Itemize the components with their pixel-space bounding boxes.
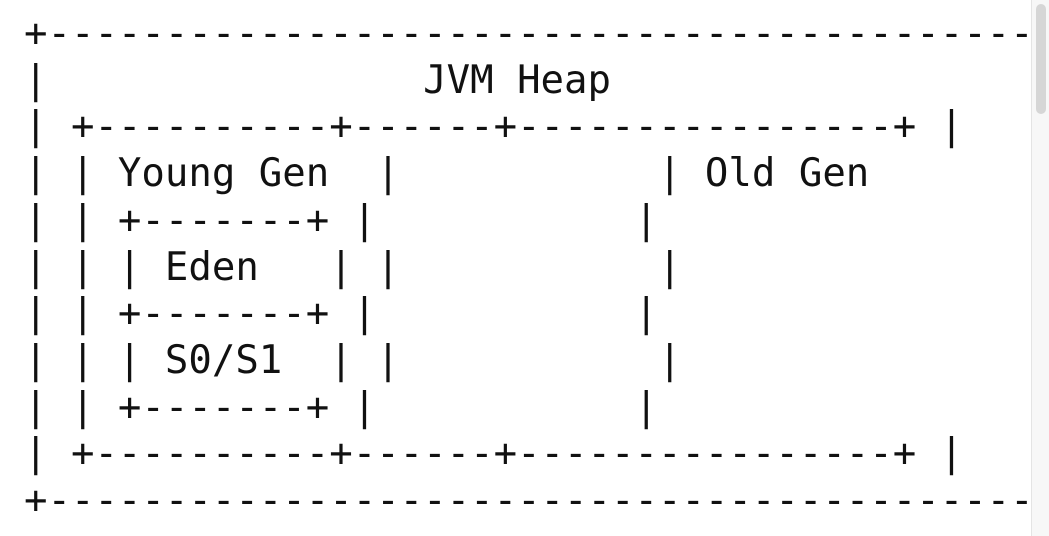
diagram-line-inner-bottom-border: | +----------+------+----------------+ | (24, 431, 964, 477)
diagram-line-heap-title: | JVM Heap | (24, 57, 611, 103)
diagram-line-generation-labels: | | Young Gen | | Old Gen | | (24, 151, 870, 197)
diagram-line-survivor-label: | | | S0/S1 | | | | | (24, 337, 682, 383)
diagram-line-survivor-bottom-border: | | +-------+ | | | | (24, 384, 658, 430)
diagram-line-inner-top-border: | +----------+------+----------------+ | (24, 104, 964, 150)
scrollbar-thumb[interactable] (1036, 4, 1046, 114)
jvm-heap-ascii-diagram: +---------------------------------------… (24, 11, 1049, 525)
vertical-scrollbar[interactable] (1031, 0, 1049, 536)
diagram-line-eden-label: | | | Eden | | | | | (24, 244, 682, 290)
diagram-line-bottom-border: +---------------------------------------… (24, 478, 1049, 524)
diagram-line-eden-top-border: | | +-------+ | | | | (24, 197, 658, 243)
diagram-line-eden-bottom-border: | | +-------+ | | | | (24, 291, 658, 337)
diagram-line-top-border: +---------------------------------------… (24, 11, 1049, 56)
